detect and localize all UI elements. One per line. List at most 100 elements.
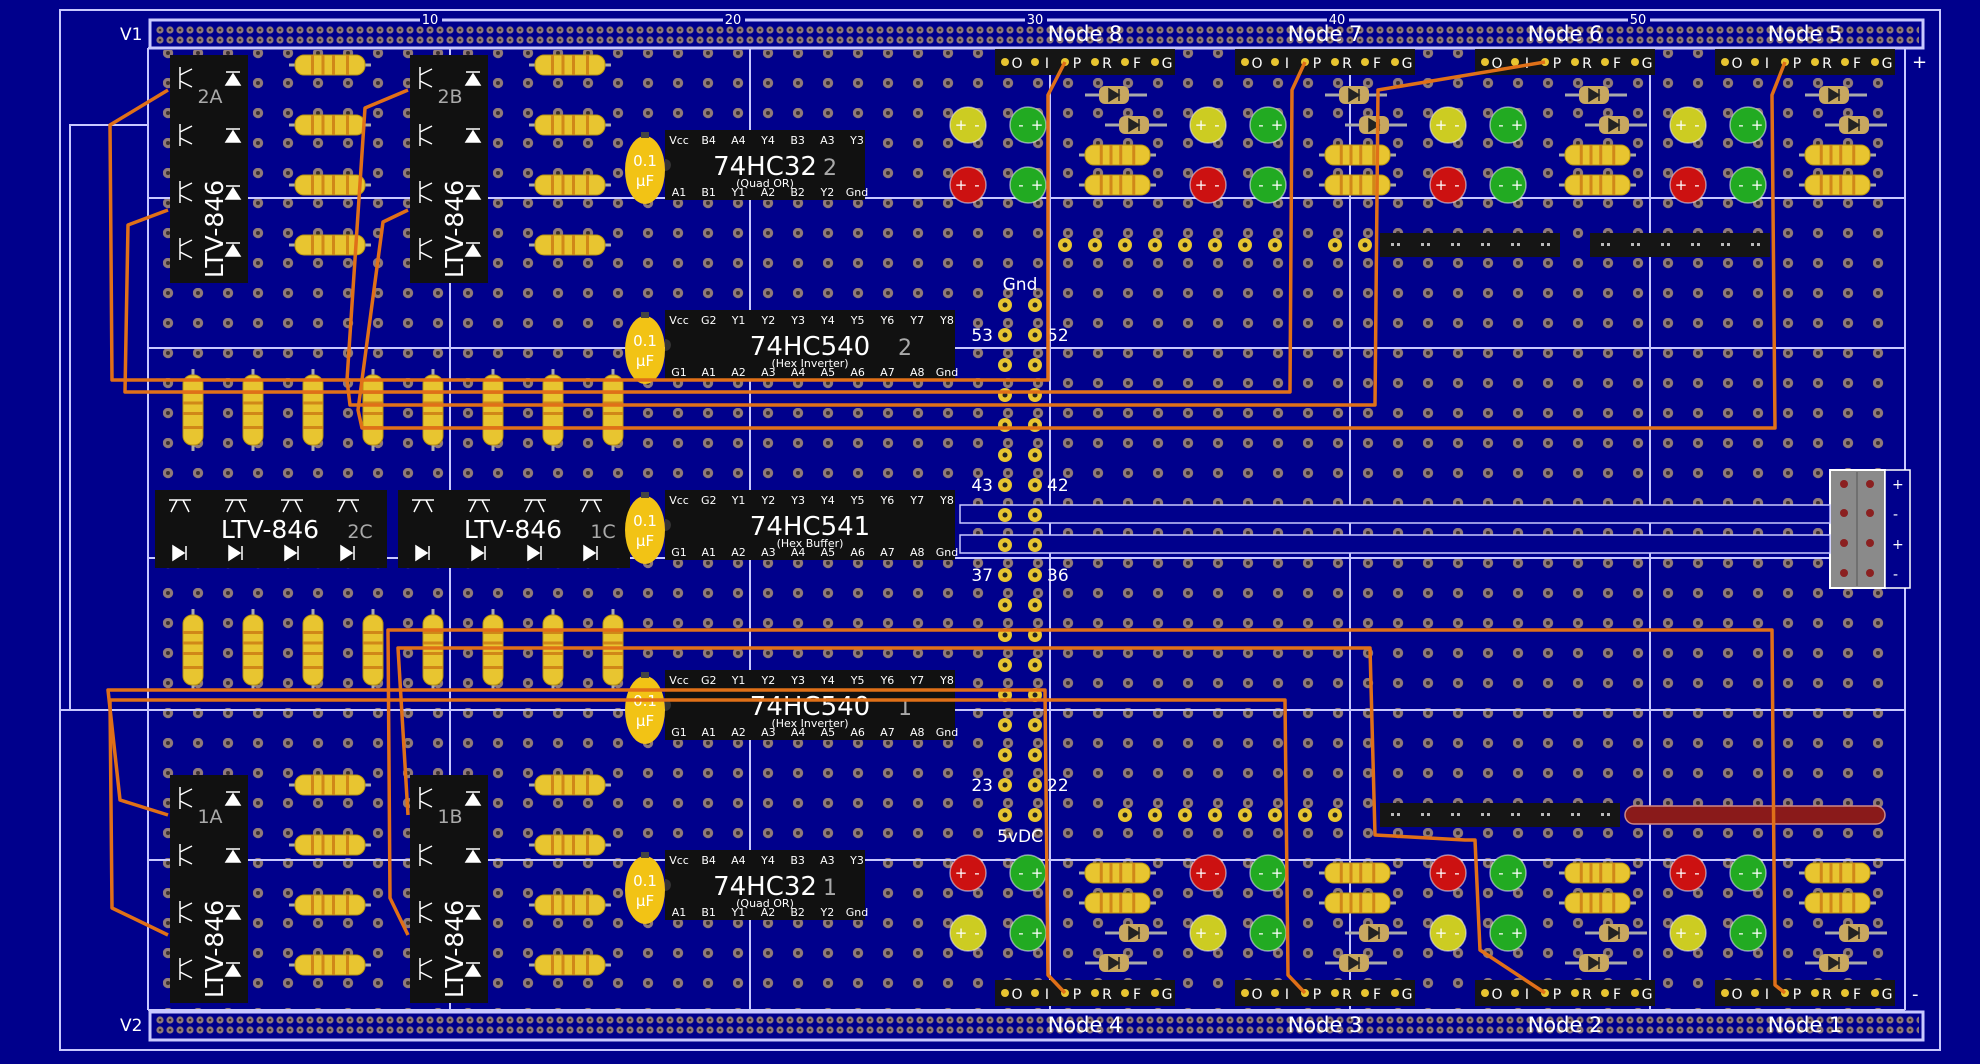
header-pin-number: 52 (1047, 326, 1069, 346)
resistor (289, 54, 371, 76)
led-polarity: + (955, 924, 968, 942)
led-polarity: - (1694, 176, 1699, 194)
chip-pin-label: Y5 (850, 314, 865, 327)
chip-pin-label: B4 (701, 854, 716, 867)
led-polarity: + (1435, 116, 1448, 134)
chip-pin-label: Y8 (939, 674, 954, 687)
capacitor-value: 0.1 (633, 512, 657, 530)
chip-pin-label: Vcc (669, 854, 689, 867)
node-pin-label: R (1822, 56, 1832, 72)
resistor (242, 609, 264, 691)
chip-pin-label: Y5 (850, 494, 865, 507)
node-pin-label: R (1342, 987, 1352, 1003)
node-pin-label: F (1133, 987, 1141, 1003)
led-polarity: - (1214, 924, 1219, 942)
chip-pin-label: A6 (850, 546, 865, 559)
node-pin-label: R (1342, 56, 1352, 72)
led-polarity: + (1675, 864, 1688, 882)
node-pin-label: I (1765, 56, 1769, 72)
led-polarity: + (1435, 864, 1448, 882)
chip-pin-label: B4 (701, 134, 716, 147)
capacitor: 0.1 µF (625, 852, 665, 924)
node-pin-label: G (1402, 56, 1413, 72)
led-polarity: - (1498, 116, 1503, 134)
chip-pin-label: A2 (731, 366, 746, 379)
vdc-label: 5vDC (997, 827, 1043, 847)
resistor (289, 834, 371, 856)
led-polarity: + (1271, 116, 1284, 134)
capacitor-unit: µF (636, 712, 654, 730)
header-pin-number: 36 (1047, 566, 1069, 586)
column-number: 20 (725, 13, 742, 28)
led-polarity: - (1498, 924, 1503, 942)
resistor (1079, 862, 1156, 884)
rail-mark-plus: + (1912, 52, 1927, 73)
resistor (1559, 862, 1636, 884)
node-pin-label: F (1373, 56, 1381, 72)
node-pin-label: O (1251, 987, 1262, 1003)
led-polarity: + (1751, 864, 1764, 882)
led-polarity: - (1738, 924, 1743, 942)
chip-description: (Hex Inverter) (771, 357, 848, 370)
optocoupler-part-label: LTV-846 (200, 180, 229, 278)
chip-pin-label: A2 (731, 726, 746, 739)
resistor (182, 609, 204, 691)
led-polarity: - (1738, 176, 1743, 194)
jumper-wire (356, 61, 1787, 430)
node-label: Node 2 (1528, 1013, 1603, 1037)
capacitor-value: 0.1 (633, 872, 657, 890)
led-polarity: + (1271, 176, 1284, 194)
resistor (422, 609, 444, 691)
capacitor: 0.1µF (625, 672, 665, 744)
resistor (289, 954, 371, 976)
chip-description: (Hex Inverter) (771, 717, 848, 730)
chip-pin-label: A3 (761, 366, 776, 379)
chip-pin-label: G1 (671, 726, 687, 739)
led-polarity: + (1031, 924, 1044, 942)
chip-pin-label: Y3 (790, 494, 805, 507)
chip-pin-label: Y2 (819, 906, 834, 919)
resistor (1079, 174, 1156, 196)
chip-pin-label: A2 (761, 186, 776, 199)
chip-pin-label: A5 (821, 546, 836, 559)
chip-name: 74HC541 (750, 512, 870, 542)
chip-pin-label: A3 (761, 546, 776, 559)
chip-pin-label: Y3 (790, 674, 805, 687)
resistor (482, 609, 504, 691)
node-pin-label: P (1313, 987, 1321, 1003)
resistor (1559, 892, 1636, 914)
chip-pin-label: Y3 (849, 134, 864, 147)
capacitor-unit: µF (636, 892, 654, 910)
jumper-wire (386, 628, 1787, 995)
chip-pin-label: Gnd (846, 186, 868, 199)
led-polarity: - (1214, 864, 1219, 882)
resistor (1319, 862, 1396, 884)
node-pin-label: O (1731, 987, 1742, 1003)
jumper-wire (123, 61, 1307, 394)
chip-pin-label: B1 (701, 186, 716, 199)
led-polarity: - (974, 924, 979, 942)
chip-pin-label: G2 (701, 674, 717, 687)
led-polarity: - (974, 864, 979, 882)
chip-pin-label: Y4 (820, 674, 835, 687)
chip-pin-label: A2 (761, 906, 776, 919)
node-pin-label: G (1642, 987, 1653, 1003)
capacitor: 0.1µF (625, 492, 665, 564)
jumper-wire (108, 698, 1307, 995)
node-label: Node 1 (1768, 1013, 1843, 1037)
chip-pin-label: A8 (910, 366, 925, 379)
led-polarity: - (1258, 116, 1263, 134)
chip-number: 1 (823, 876, 837, 901)
node-pin-label: G (1162, 987, 1173, 1003)
header-pin-number: 53 (971, 326, 993, 346)
chip-pin-label: A4 (791, 366, 806, 379)
resistor (529, 834, 611, 856)
led-polarity: - (1738, 116, 1743, 134)
